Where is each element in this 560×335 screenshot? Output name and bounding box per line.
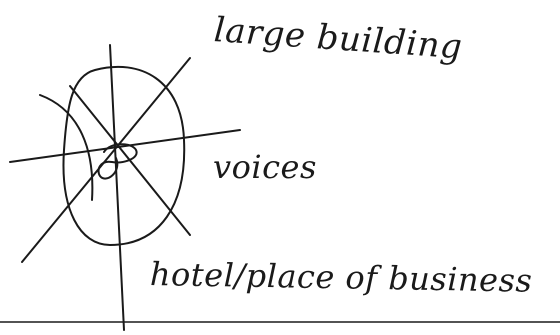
label-hotel-place-of-business: hotel/place of business	[150, 255, 533, 300]
oval-outline	[63, 67, 184, 245]
diagonal-line-1	[22, 58, 190, 262]
vertical-line	[110, 45, 124, 330]
label-voices: voices	[213, 148, 317, 186]
inner-arc	[40, 95, 92, 200]
horizontal-line	[10, 130, 240, 162]
